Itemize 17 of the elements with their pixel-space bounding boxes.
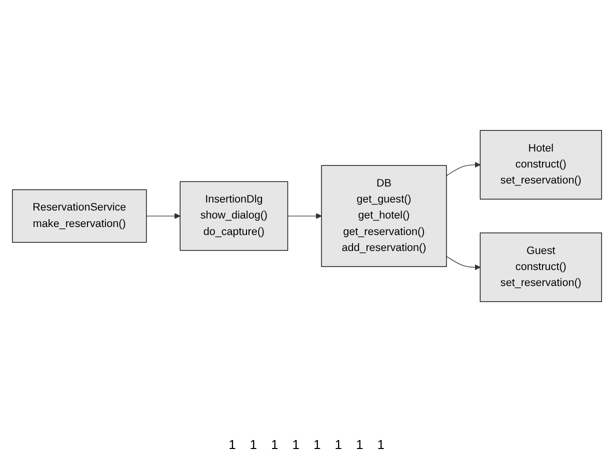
- multiplicity-label: 1: [314, 437, 321, 452]
- multiplicity-label: 1: [334, 437, 342, 452]
- arrow: [446, 256, 480, 271]
- arrow: [286, 214, 322, 220]
- class-box: DB get_guest() get_hotel() get_reservation() add_reservation(): [320, 166, 446, 268]
- class-box: ReservationService make_reservation(): [12, 190, 146, 244]
- multiplicity-label: 1: [271, 437, 278, 452]
- class-box: Guest construct() set_reservation(): [479, 233, 602, 302]
- multiplicity-label: 1: [356, 437, 364, 452]
- multiplicity-label: 1: [250, 437, 258, 452]
- class-box: InsertionDlg show_dialog() do_capture(): [179, 182, 288, 252]
- multiplicity-label: 1: [292, 437, 300, 452]
- class-box: Hotel construct() set_reservation(): [479, 130, 602, 200]
- multiplicity-label: 1: [228, 437, 236, 452]
- arrow: [446, 162, 480, 176]
- arrow: [146, 214, 180, 220]
- multiplicity-label: 1: [377, 437, 384, 452]
